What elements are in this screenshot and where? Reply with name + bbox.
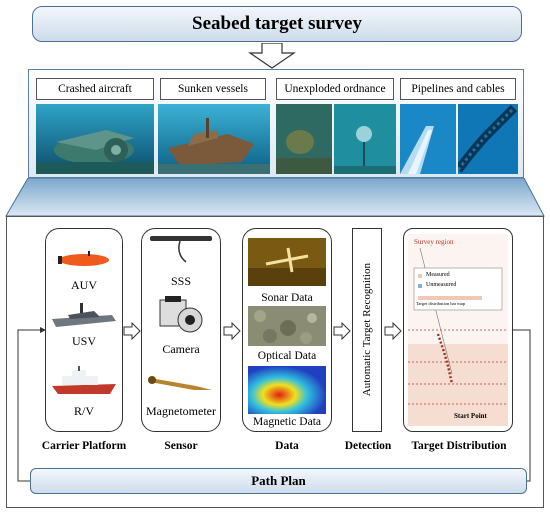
sensor-box (141, 228, 221, 432)
ordnance-image-1 (276, 104, 332, 174)
optical-data-label: Optical Data (257, 350, 317, 362)
camera-image (159, 296, 203, 333)
down-arrow-icon (248, 43, 296, 69)
category-label-vessels: Sunken vessels (160, 78, 266, 100)
sensor-heading: Sensor (164, 440, 198, 452)
target-distribution-heading: Target Distribution (411, 440, 507, 452)
detection-box: Automatic Target Recognition (352, 228, 382, 432)
auv-label: AUV (71, 278, 97, 292)
crashed-aircraft-image (36, 104, 154, 174)
cable-image (458, 104, 518, 174)
magnetic-data-image (248, 366, 326, 414)
right-arrow-icon (123, 322, 141, 340)
magnetometer-image (148, 376, 212, 390)
carrier-platform-heading: Carrier Platform (41, 440, 127, 452)
path-plan-box: Path Plan (30, 468, 527, 494)
path-plan-label: Path Plan (251, 473, 306, 488)
category-label-aircraft: Crashed aircraft (36, 78, 154, 100)
usv-image (52, 303, 116, 327)
sss-label: SSS (170, 274, 192, 288)
survey-title: Seabed target survey (192, 13, 362, 34)
right-arrow-icon (333, 322, 351, 340)
optical-data-image (248, 306, 326, 346)
pipeline-image (400, 104, 456, 174)
category-label-pipelines: Pipelines and cables (400, 78, 516, 100)
data-heading: Data (275, 440, 299, 452)
auv-image (58, 251, 109, 266)
legend-unmeasured: Unmeasured (426, 282, 457, 288)
start-point-label: Start Point (454, 412, 487, 420)
magnetic-data-label: Magnetic Data (252, 416, 321, 428)
usv-label: USV (71, 334, 96, 348)
funnel-connector (5, 178, 545, 217)
magnetometer-label: Magnetometer (146, 404, 216, 418)
sonar-data-image (248, 238, 326, 286)
ordnance-image-2 (334, 104, 396, 174)
right-arrow-icon (223, 322, 241, 340)
target-distribution-map (408, 234, 508, 426)
sss-image (150, 236, 212, 263)
atr-label: Automatic Target Recognition (361, 263, 373, 397)
detection-heading: Detection (344, 440, 392, 452)
sunken-vessel-image (158, 104, 270, 174)
survey-region-label: Survey region (414, 238, 454, 246)
rv-label: R/V (73, 404, 94, 418)
research-vessel-image (52, 366, 116, 394)
sonar-data-label: Sonar Data (261, 292, 313, 304)
right-arrow-icon (384, 322, 402, 340)
legend-measured: Measured (426, 272, 450, 278)
category-label-ordnance: Unexploded ordnance (276, 78, 394, 100)
camera-label: Camera (162, 342, 200, 356)
survey-title-box: Seabed target survey (32, 6, 522, 42)
legend-caption: Target distribution bar map (416, 301, 465, 306)
